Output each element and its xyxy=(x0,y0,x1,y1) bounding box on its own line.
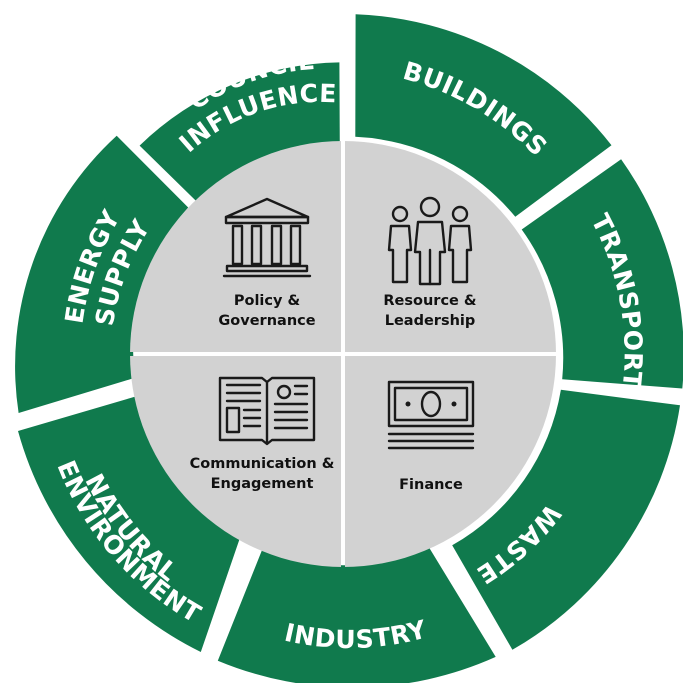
outer-ring xyxy=(15,14,683,683)
segment-energy-supply[interactable] xyxy=(15,135,189,414)
people-group-icon xyxy=(387,196,473,286)
resource-leadership-label-line2: Leadership xyxy=(385,313,476,329)
resource-leadership-label-line1: Resource & xyxy=(383,293,477,309)
segment-buildings[interactable] xyxy=(355,14,612,217)
segment-waste[interactable] xyxy=(452,389,680,650)
segment-natural-environment[interactable] xyxy=(18,395,245,652)
segment-industry[interactable] xyxy=(217,546,496,683)
inner-labels: Policy & Governance Resource & Leadershi… xyxy=(190,293,477,493)
segment-transport[interactable] xyxy=(521,159,683,389)
pillared-building-icon xyxy=(222,197,312,278)
policy-governance-label-line2: Governance xyxy=(218,313,315,329)
policy-governance-label-line1: Policy & xyxy=(234,293,301,309)
communication-engagement-label-line2: Engagement xyxy=(211,476,314,492)
segment-council-influence[interactable] xyxy=(139,62,340,204)
banknote-icon xyxy=(387,380,475,450)
open-book-icon xyxy=(218,376,316,446)
communication-engagement-label-line1: Communication & xyxy=(190,456,335,472)
finance-label: Finance xyxy=(399,477,463,493)
